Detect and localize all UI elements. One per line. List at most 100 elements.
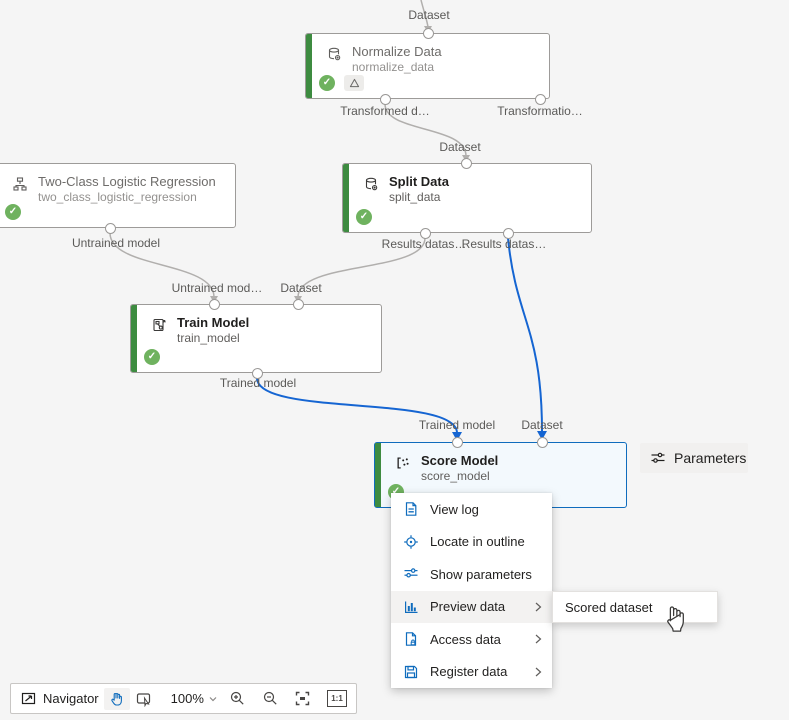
edge-split-to-train[interactable] bbox=[297, 237, 426, 298]
port-split-output-results1[interactable] bbox=[419, 227, 431, 239]
edge-normalize-to-split[interactable] bbox=[384, 103, 467, 157]
menu-item-register-data[interactable]: Register data bbox=[391, 656, 552, 689]
zoom-level-dropdown[interactable]: 100% bbox=[171, 691, 218, 706]
preview-data-submenu: Scored dataset bbox=[552, 591, 718, 623]
bar-chart-icon bbox=[403, 599, 419, 615]
mouse-hand-cursor bbox=[662, 604, 688, 634]
zoom-out-icon bbox=[262, 690, 279, 707]
locate-target-icon bbox=[403, 534, 419, 550]
sliders-icon bbox=[650, 450, 666, 466]
node-subtitle: train_model bbox=[177, 331, 240, 345]
log-file-icon bbox=[403, 501, 419, 517]
port-label-trained-model-out: Trained model bbox=[219, 376, 297, 390]
port-split-input-dataset[interactable] bbox=[460, 157, 472, 169]
parameters-button[interactable]: Parameters bbox=[640, 443, 748, 473]
actual-size-button[interactable]: 1:1 bbox=[322, 687, 352, 710]
port-label-dataset-top: Dataset bbox=[408, 8, 450, 22]
navigator-label: Navigator bbox=[43, 691, 99, 706]
port-label-trained-model-in: Trained model bbox=[418, 418, 496, 432]
node-status-bar bbox=[306, 34, 312, 98]
port-label-results-left: Results datas… bbox=[381, 237, 467, 251]
menu-item-label: Register data bbox=[430, 664, 508, 680]
node-title: Score Model bbox=[421, 453, 499, 468]
port-logistic-output-untrained[interactable] bbox=[104, 222, 116, 234]
node-title: Train Model bbox=[177, 315, 250, 330]
menu-item-label: Locate in outline bbox=[430, 534, 525, 550]
sliders-icon bbox=[403, 566, 419, 582]
navigator-button[interactable]: Navigator bbox=[15, 687, 104, 710]
success-check-icon: ✓ bbox=[319, 75, 335, 91]
zoom-in-button[interactable] bbox=[224, 687, 251, 710]
menu-item-show-parameters[interactable]: Show parameters bbox=[391, 558, 552, 591]
menu-item-view-log[interactable]: View log bbox=[391, 493, 552, 526]
zoom-level-value: 100% bbox=[170, 691, 204, 706]
port-label-dataset-train: Dataset bbox=[280, 281, 322, 295]
save-icon bbox=[403, 664, 419, 680]
zoom-out-button[interactable] bbox=[257, 687, 284, 710]
menu-item-label: Preview data bbox=[430, 599, 506, 615]
navigator-icon bbox=[20, 690, 37, 707]
edge-train-to-score[interactable] bbox=[256, 377, 458, 434]
chevron-down-icon bbox=[208, 694, 218, 704]
node-subtitle: score_model bbox=[421, 469, 490, 483]
pan-hand-icon bbox=[109, 691, 125, 707]
port-score-input-dataset[interactable] bbox=[536, 436, 548, 448]
port-label-dataset-split: Dataset bbox=[439, 140, 481, 154]
port-train-output-trained[interactable] bbox=[251, 367, 263, 379]
node-subtitle: split_data bbox=[389, 190, 441, 204]
success-check-icon: ✓ bbox=[144, 349, 160, 365]
node-train-model[interactable]: Train Model train_model ✓ bbox=[130, 304, 382, 373]
node-title: Normalize Data bbox=[352, 44, 442, 59]
chevron-right-icon bbox=[532, 601, 544, 613]
port-label-untrained-model: Untrained model bbox=[71, 236, 161, 250]
node-status-bar bbox=[131, 305, 137, 372]
node-split-data[interactable]: Split Data split_data ✓ bbox=[342, 163, 592, 233]
node-title: Split Data bbox=[389, 174, 449, 189]
node-two-class-logistic-regression[interactable]: Two-Class Logistic Regression two_class_… bbox=[0, 163, 236, 228]
port-label-transformation: Transformatio… bbox=[497, 104, 583, 118]
edge-into-normalize[interactable] bbox=[420, 0, 429, 28]
select-pointer-icon bbox=[135, 690, 152, 707]
zoom-in-icon bbox=[229, 690, 246, 707]
gray-edges bbox=[109, 0, 467, 298]
port-score-input-trained[interactable] bbox=[451, 436, 463, 448]
menu-item-locate-in-outline[interactable]: Locate in outline bbox=[391, 526, 552, 559]
node-status-bar bbox=[343, 164, 349, 232]
reuse-badge-icon bbox=[344, 75, 364, 91]
node-title: Two-Class Logistic Regression bbox=[38, 174, 216, 189]
menu-item-label: View log bbox=[430, 501, 479, 517]
one-to-one-icon: 1:1 bbox=[327, 690, 347, 707]
node-subtitle: normalize_data bbox=[352, 60, 435, 74]
fit-to-screen-button[interactable] bbox=[289, 687, 316, 710]
clipboard-flow-icon bbox=[151, 317, 167, 333]
menu-item-label: Access data bbox=[430, 631, 501, 647]
submenu-item-scored-dataset[interactable]: Scored dataset bbox=[565, 599, 653, 615]
select-tool-button[interactable] bbox=[130, 687, 157, 710]
port-label-results-right: Results datas… bbox=[461, 237, 547, 251]
node-normalize-data[interactable]: Normalize Data normalize_data ✓ bbox=[305, 33, 550, 99]
port-normalize-output-transformation[interactable] bbox=[534, 93, 546, 105]
port-label-transformed-dataset: Transformed d… bbox=[340, 104, 430, 118]
edge-split-to-score[interactable] bbox=[507, 237, 543, 433]
menu-item-label: Show parameters bbox=[430, 566, 532, 582]
port-train-input-untrained[interactable] bbox=[208, 298, 220, 310]
canvas-toolbar: Navigator 100% bbox=[10, 683, 357, 714]
port-split-output-results2[interactable] bbox=[502, 227, 514, 239]
port-label-untrained-mod: Untrained mod… bbox=[171, 281, 263, 295]
blue-arrowheads bbox=[452, 431, 547, 441]
port-train-input-dataset[interactable] bbox=[292, 298, 304, 310]
pan-tool-button[interactable] bbox=[103, 687, 130, 710]
menu-item-preview-data[interactable]: Preview data bbox=[391, 590, 552, 623]
chevron-right-icon bbox=[532, 633, 544, 645]
port-normalize-input-dataset[interactable] bbox=[422, 27, 434, 39]
edge-logistic-to-train[interactable] bbox=[109, 232, 215, 298]
node-status-bar bbox=[375, 443, 381, 507]
blue-edges bbox=[256, 237, 543, 434]
scatter-icon bbox=[395, 455, 411, 471]
menu-item-access-data[interactable]: Access data bbox=[391, 623, 552, 656]
success-check-icon: ✓ bbox=[356, 209, 372, 225]
port-normalize-output-transformed[interactable] bbox=[379, 93, 391, 105]
node-subtitle: two_class_logistic_regression bbox=[38, 190, 197, 204]
parameters-button-label: Parameters bbox=[674, 450, 747, 466]
